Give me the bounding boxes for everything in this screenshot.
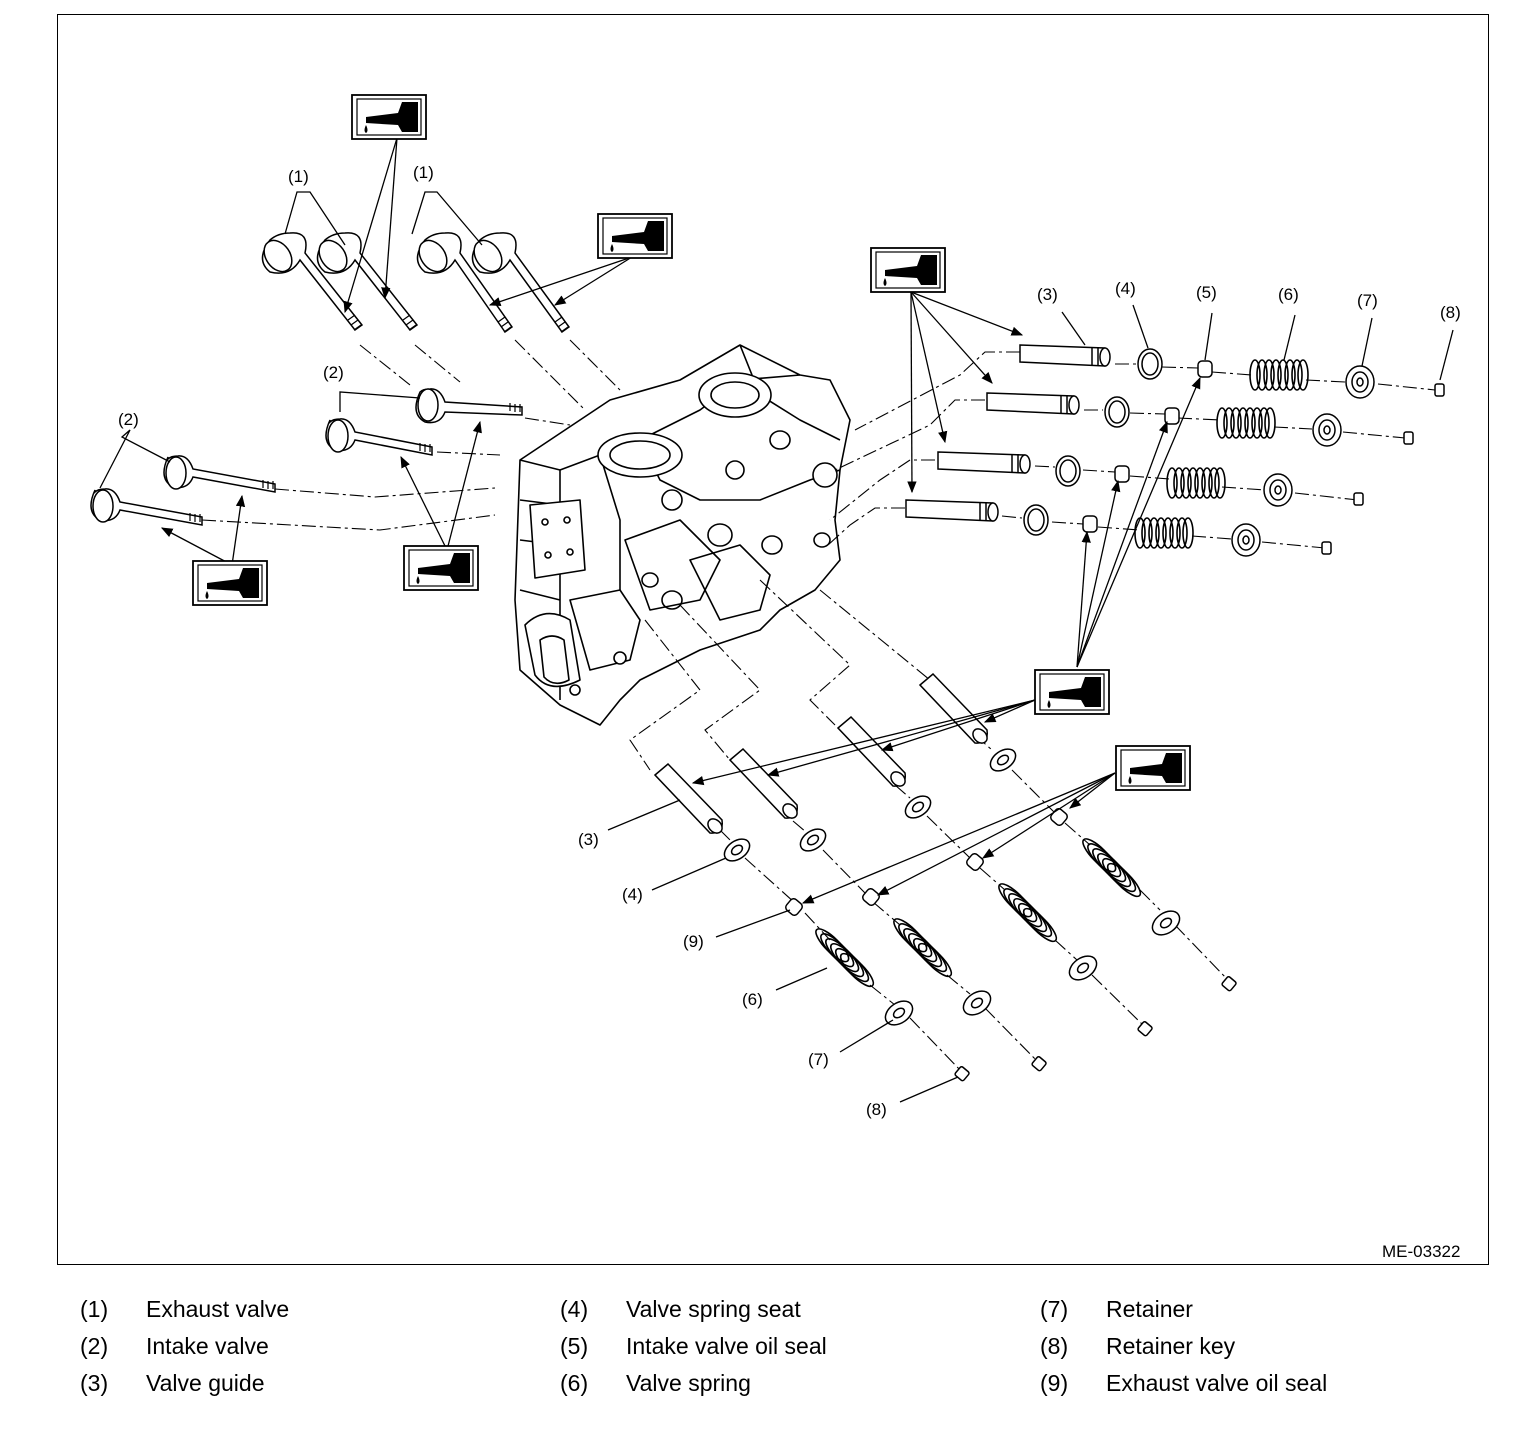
legend-part-name: Valve guide <box>146 1370 265 1396</box>
legend-number: (7) <box>1040 1296 1069 1322</box>
legend-part-name: Exhaust valve oil seal <box>1106 1370 1328 1396</box>
legend-part-name: Intake valve oil seal <box>626 1333 827 1359</box>
callout-6: (6) <box>1278 285 1299 304</box>
leader-lines <box>99 191 1454 1103</box>
intake-valves <box>90 388 523 526</box>
callout-3: (3) <box>578 830 599 849</box>
oil-can-icon <box>597 213 673 259</box>
oil-can-icon <box>1115 745 1191 791</box>
legend-number: (3) <box>80 1370 109 1396</box>
legend-number: (6) <box>560 1370 589 1396</box>
callout-8: (8) <box>1440 303 1461 322</box>
legend-number: (8) <box>1040 1333 1069 1359</box>
callout-6: (6) <box>742 990 763 1009</box>
legend-number: (1) <box>80 1296 109 1322</box>
callout-4: (4) <box>622 885 643 904</box>
legend-number: (5) <box>560 1333 589 1359</box>
oil-can-icon <box>870 247 946 293</box>
oil-can-icon <box>1034 669 1110 715</box>
legend-part-name: Exhaust valve <box>146 1296 290 1322</box>
callout-9: (9) <box>683 932 704 951</box>
legend-part-name: Intake valve <box>146 1333 269 1359</box>
centerlines <box>201 339 1436 1073</box>
legend-part-name: Valve spring <box>626 1370 751 1396</box>
legend-number: (2) <box>80 1333 109 1359</box>
callouts: (1) (1) (2) (2) (3) (4) (5) (6) (7) (8) … <box>118 163 1461 1261</box>
legend-part-name: Retainer key <box>1106 1333 1236 1359</box>
oil-can-icon <box>351 94 427 140</box>
legend-part-name: Retainer <box>1106 1296 1193 1322</box>
callout-3: (3) <box>1037 285 1058 304</box>
cylinder-head <box>514 344 851 726</box>
callout-2: (2) <box>323 363 344 382</box>
callout-4: (4) <box>1115 279 1136 298</box>
callout-7: (7) <box>1357 291 1378 310</box>
callout-2: (2) <box>118 410 139 429</box>
legend-number: (4) <box>560 1296 589 1322</box>
callout-1: (1) <box>288 167 309 186</box>
exhaust-springs <box>815 838 1142 988</box>
oil-can-icon <box>192 560 268 606</box>
intake-springs <box>1134 359 1309 549</box>
callout-5: (5) <box>1196 283 1217 302</box>
oil-arrows <box>160 137 1201 904</box>
exhaust-valves <box>261 232 571 334</box>
exhaust-side-parts <box>653 672 1237 1082</box>
figure-reference-code: ME-03322 <box>1382 1242 1460 1261</box>
diagram-frame <box>57 14 1489 1265</box>
callout-8: (8) <box>866 1100 887 1119</box>
oil-can-icon <box>403 545 479 591</box>
callout-1: (1) <box>413 163 434 182</box>
legend-number: (9) <box>1040 1370 1069 1396</box>
exploded-view-diagram: (1) (1) (2) (2) (3) (4) (5) (6) (7) (8) … <box>90 94 1461 1261</box>
callout-7: (7) <box>808 1050 829 1069</box>
legend-part-name: Valve spring seat <box>626 1296 801 1322</box>
intake-side-parts <box>905 344 1445 557</box>
